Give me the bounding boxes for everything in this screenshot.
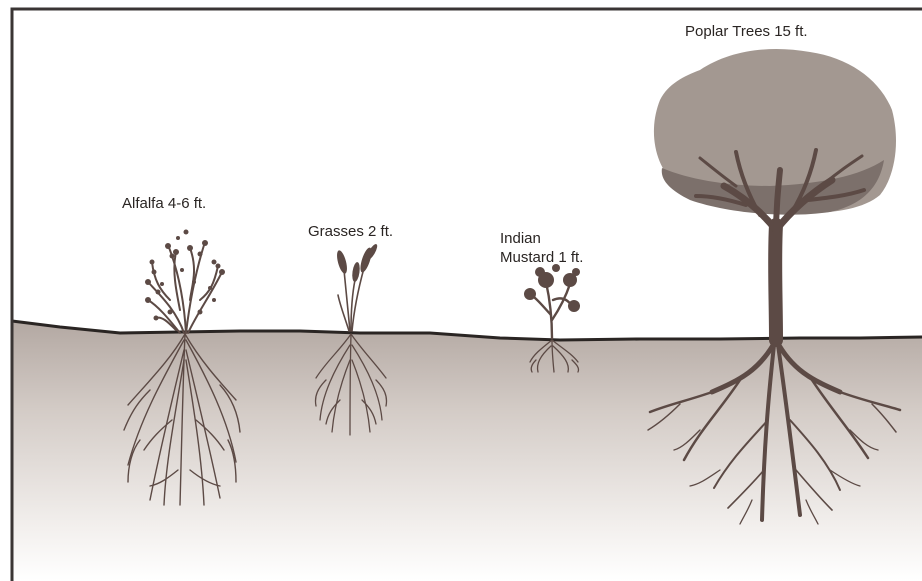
indian-mustard-stems (530, 282, 572, 338)
indian-mustard-label: Indian Mustard 1 ft. (500, 229, 583, 267)
soil-layer (12, 321, 922, 581)
indian-mustard-label-line2: Mustard 1 ft. (500, 248, 583, 267)
indian-mustard-label-line1: Indian (500, 229, 583, 248)
grasses-seedheads (335, 243, 379, 283)
alfalfa-label: Alfalfa 4-6 ft. (122, 194, 206, 213)
poplar-label: Poplar Trees 15 ft. (685, 22, 808, 41)
grasses-label: Grasses 2 ft. (308, 222, 393, 241)
grasses-stems (338, 268, 364, 331)
indian-mustard-leaves (524, 264, 580, 312)
